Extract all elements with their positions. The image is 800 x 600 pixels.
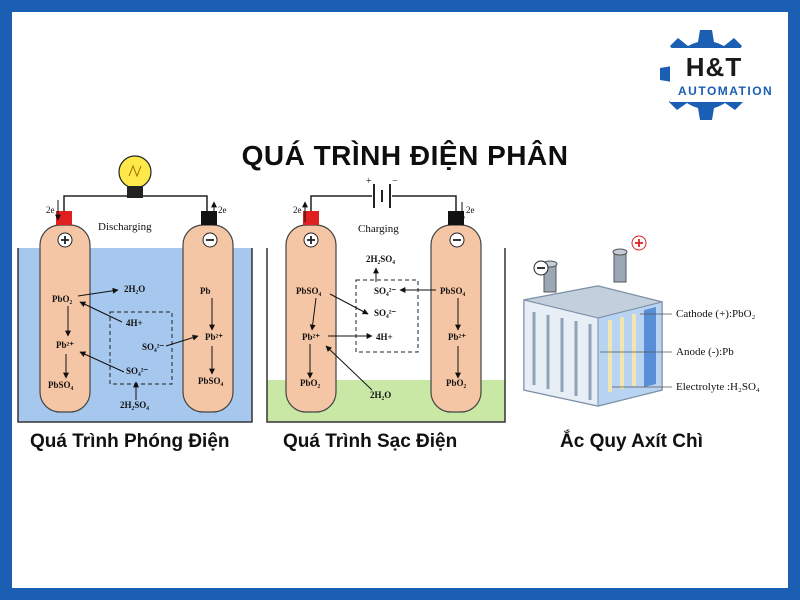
discharge-right-2: Pb²⁺ — [205, 332, 223, 342]
discharge-wire — [63, 195, 208, 211]
charge-so4-a: SO₄²⁻ — [374, 286, 396, 296]
discharge-electron-right: 2e — [218, 205, 227, 215]
gear-icon — [660, 30, 782, 120]
discharge-right-1: Pb — [200, 286, 211, 296]
discharge-electron-left: 2e — [46, 205, 55, 215]
charge-panel: + − Charging 2e 2e PbSO₄ Pb²⁺ PbO₂ PbSO₄… — [266, 176, 506, 423]
charge-left-1: PbSO₄ — [296, 286, 322, 296]
battery-label-electrolyte: Electrolyte :H₂SO₄ — [676, 381, 760, 393]
charge-left-2: Pb²⁺ — [302, 332, 320, 342]
charge-positive-terminal — [303, 211, 319, 225]
battery-label-cathode: Cathode (+):PbO₂ — [676, 308, 756, 320]
discharge-left-2: Pb²⁺ — [56, 340, 74, 350]
caption-discharge: Quá Trình Phóng Điện — [30, 431, 230, 452]
discharge-so4-b: SO₄²⁻ — [126, 366, 148, 376]
page-title: QUÁ TRÌNH ĐIỆN PHÂN — [241, 140, 569, 171]
svg-text:+: + — [366, 176, 372, 187]
discharge-h-ion: 4H+ — [126, 318, 143, 328]
charge-container — [266, 248, 506, 423]
battery-positive-post — [613, 251, 627, 283]
charge-left-3: PbO₂ — [300, 378, 321, 388]
discharge-positive-terminal — [56, 211, 72, 225]
charge-ion-box — [355, 279, 419, 353]
logo-brand: H&T — [685, 52, 743, 82]
power-source-icon: + − — [366, 176, 398, 208]
discharge-label: Discharging — [98, 221, 152, 233]
discharge-container — [17, 248, 253, 423]
charge-right-3: PbO₂ — [446, 378, 467, 388]
charge-h-ion: 4H+ — [376, 332, 393, 342]
caption-charge: Quá Trình Sạc Điện — [283, 431, 458, 452]
charge-electron-left: 2e — [293, 205, 302, 215]
discharge-panel: Discharging 2e 2e PbO₂ Pb²⁺ PbSO₄ Pb Pb²… — [17, 155, 253, 423]
discharge-left-3: PbSO₄ — [48, 380, 74, 390]
charge-label: Charging — [358, 223, 399, 235]
discharge-acid: 2H₂SO₄ — [120, 400, 149, 410]
light-bulb-icon — [118, 155, 152, 198]
charge-electron-right: 2e — [466, 205, 475, 215]
svg-text:−: − — [392, 176, 398, 187]
caption-battery: Ắc Quy Axít Chì — [560, 431, 703, 452]
discharge-water: 2H₂O — [124, 284, 145, 294]
charge-wire — [310, 195, 457, 211]
discharge-ion-box — [109, 311, 173, 385]
discharge-negative-terminal — [201, 211, 217, 225]
discharge-left-1: PbO₂ — [52, 294, 73, 304]
charge-right-2: Pb²⁺ — [448, 332, 466, 342]
discharge-so4-a: SO₄²⁻ — [142, 342, 164, 352]
charge-water: 2H₂O — [370, 390, 391, 400]
battery-illustration: Cathode (+):PbO₂ Anode (-):Pb Electrolyt… — [523, 235, 760, 407]
charge-acid: 2H₂SO₄ — [366, 254, 395, 264]
charge-so4-b: SO₄²⁻ — [374, 308, 396, 318]
logo-tagline: AUTOMATION — [678, 84, 774, 98]
discharge-right-3: PbSO₄ — [198, 376, 224, 386]
battery-label-anode: Anode (-):Pb — [676, 346, 734, 358]
brand-logo: H&T AUTOMATION — [640, 22, 785, 132]
charge-right-1: PbSO₄ — [440, 286, 466, 296]
